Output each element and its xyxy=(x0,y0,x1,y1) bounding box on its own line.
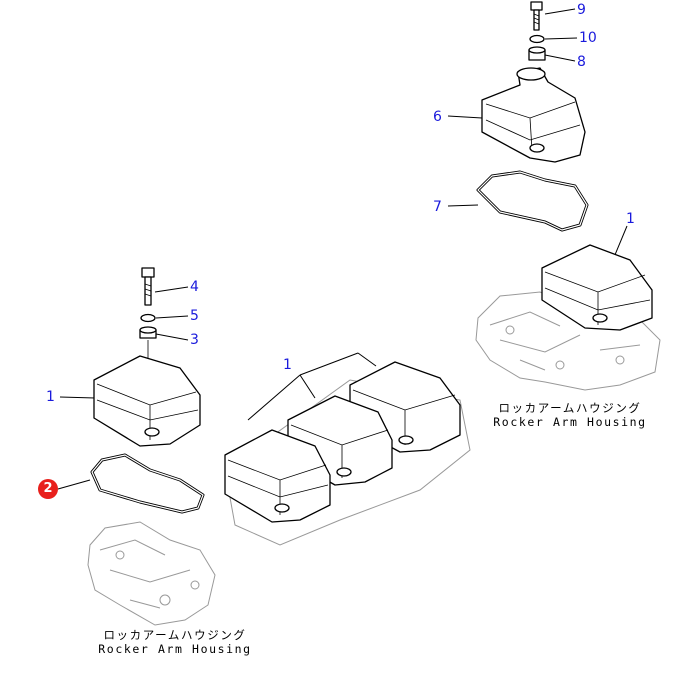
caption-right: ロッカアームハウジング Rocker Arm Housing xyxy=(490,401,650,429)
callout-1-right[interactable]: 1 xyxy=(626,211,635,227)
rocker-arm-housing-left xyxy=(87,521,216,626)
leader-lines xyxy=(57,8,628,490)
caption-left-en: Rocker Arm Housing xyxy=(98,642,252,656)
bolt-9 xyxy=(530,1,543,31)
washer-10 xyxy=(529,34,545,44)
callout-4[interactable]: 4 xyxy=(190,279,199,295)
nut-8 xyxy=(528,46,546,61)
cover-6 xyxy=(481,67,586,163)
cover-1-left xyxy=(93,355,201,447)
callout-1-left[interactable]: 1 xyxy=(46,389,55,405)
washer-5 xyxy=(140,313,156,323)
callout-8[interactable]: 8 xyxy=(577,54,586,70)
gasket-7 xyxy=(476,170,589,232)
callout-10[interactable]: 10 xyxy=(579,30,597,46)
callout-6[interactable]: 6 xyxy=(433,109,442,125)
center-engine-assembly xyxy=(224,361,471,546)
nut-3 xyxy=(139,326,157,339)
caption-left-jp: ロッカアームハウジング xyxy=(103,628,247,642)
caption-left: ロッカアームハウジング Rocker Arm Housing xyxy=(95,628,255,656)
callout-9[interactable]: 9 xyxy=(577,2,586,18)
caption-right-en: Rocker Arm Housing xyxy=(493,415,647,429)
callout-2-highlighted[interactable]: 2 xyxy=(38,479,58,499)
cover-1-center-a xyxy=(224,429,331,523)
bolt-4 xyxy=(141,267,155,306)
callout-3[interactable]: 3 xyxy=(190,332,199,348)
caption-right-jp: ロッカアームハウジング xyxy=(498,401,642,415)
callout-1-center[interactable]: 1 xyxy=(283,357,292,373)
callout-5[interactable]: 5 xyxy=(190,308,199,324)
cover-1-right xyxy=(541,244,653,331)
callout-7[interactable]: 7 xyxy=(433,199,442,215)
gasket-2 xyxy=(90,453,205,514)
